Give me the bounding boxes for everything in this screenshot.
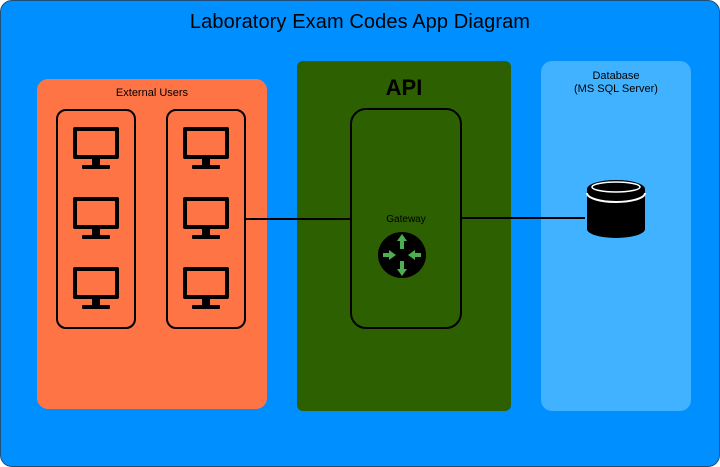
api-label: API xyxy=(385,75,423,100)
monitor-icon xyxy=(73,197,119,239)
external-users-label: External Users xyxy=(115,87,189,99)
database-label-line1: Database xyxy=(592,70,640,82)
gateway-label: Gateway xyxy=(386,214,426,225)
database-cylinder-icon xyxy=(586,180,646,238)
database-label: Database (MS SQL Server) xyxy=(541,70,691,96)
monitor-icon xyxy=(73,267,119,309)
diagram-title: Laboratory Exam Codes App Diagram xyxy=(189,11,531,33)
gateway-container xyxy=(350,108,462,329)
database-label-line2: (MS SQL Server) xyxy=(574,83,658,95)
monitor-icon xyxy=(73,127,119,169)
router-icon xyxy=(378,232,426,278)
monitor-icon xyxy=(183,267,229,309)
computer-group xyxy=(166,109,246,329)
monitor-icon xyxy=(183,127,229,169)
monitor-icon xyxy=(183,197,229,239)
computer-group xyxy=(56,109,136,329)
